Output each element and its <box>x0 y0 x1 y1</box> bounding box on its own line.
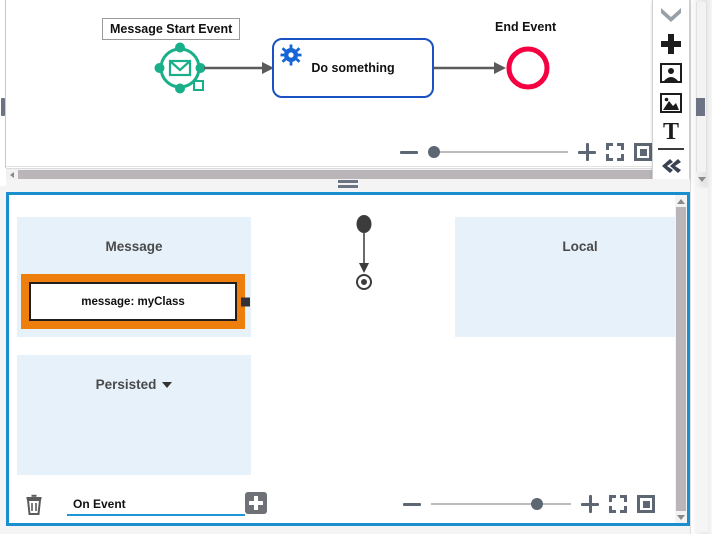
delete-button[interactable] <box>23 494 45 516</box>
attribute-value-underline <box>79 323 154 326</box>
sequence-flow-1[interactable] <box>204 60 276 76</box>
message-start-event[interactable] <box>154 42 206 94</box>
bpmn-canvas[interactable]: Message Start Event <box>6 0 690 167</box>
local-panel[interactable]: Local <box>455 217 675 337</box>
event-name-input[interactable] <box>67 494 245 516</box>
properties-zoom-toolbar[interactable] <box>403 495 661 513</box>
collapse-left-icon[interactable] <box>652 152 690 181</box>
persisted-panel-text: Persisted <box>95 377 157 392</box>
gear-icon <box>280 44 302 71</box>
message-panel-title: Message <box>105 239 163 254</box>
zoom-slider-track[interactable] <box>428 146 568 158</box>
center-view-button[interactable] <box>634 143 652 161</box>
canvas-vertical-scrollbar[interactable] <box>690 0 712 186</box>
message-attribute-selection[interactable]: message: myClass <box>21 274 250 329</box>
scroll-left-arrow-icon[interactable] <box>6 169 18 182</box>
service-task-label: Do something <box>311 61 395 75</box>
zoom-out-button[interactable] <box>400 150 418 154</box>
splitter-grip-icon[interactable] <box>338 180 358 189</box>
start-event-label: Message Start Event <box>102 18 241 40</box>
bpmn-editor-panel: Message Start Event <box>0 0 712 186</box>
properties-scroll-up-arrow-icon[interactable] <box>675 195 687 207</box>
text-icon-glyph: T <box>662 118 679 145</box>
text-icon[interactable]: T <box>652 117 690 146</box>
end-event-label: End Event <box>495 20 557 34</box>
properties-toolbar[interactable] <box>9 485 675 523</box>
persisted-panel[interactable]: Persisted <box>17 355 251 475</box>
add-button[interactable] <box>245 492 267 514</box>
palette-toolbar[interactable]: T <box>652 0 690 182</box>
properties-fit-screen-button[interactable] <box>609 495 627 513</box>
message-attribute-label: message: myClass <box>81 295 185 308</box>
message-attribute-box[interactable]: message: myClass <box>29 282 237 326</box>
properties-zoom-out-button[interactable] <box>403 502 421 506</box>
service-task-do-something[interactable]: Do something <box>272 38 434 98</box>
resize-handle[interactable] <box>241 297 250 306</box>
properties-scroll-down-arrow-icon[interactable] <box>675 511 687 523</box>
canvas-horizontal-scrollbar[interactable] <box>6 168 690 181</box>
chevron-down-icon[interactable] <box>162 382 173 389</box>
canvas-zoom-toolbar[interactable] <box>400 143 658 161</box>
vertical-scroll-thumb[interactable] <box>696 98 705 116</box>
sequence-flow-2[interactable] <box>434 60 508 76</box>
properties-center-view-button[interactable] <box>637 495 655 513</box>
collapse-up-icon[interactable] <box>652 0 690 29</box>
properties-zoom-slider-handle[interactable] <box>531 498 543 510</box>
panel-splitter[interactable] <box>6 179 690 191</box>
properties-zoom-slider-track[interactable] <box>431 498 571 510</box>
start-event-attach-handle[interactable] <box>193 80 204 91</box>
local-panel-title: Local <box>562 239 598 254</box>
window-vertical-scroll-track[interactable] <box>695 188 708 532</box>
left-splitter-rail[interactable] <box>0 0 6 168</box>
zoom-in-button[interactable] <box>578 143 596 161</box>
person-image-icon[interactable] <box>652 59 690 88</box>
window-vertical-scrollbar-gutter[interactable] <box>690 186 712 534</box>
end-event[interactable] <box>504 44 552 92</box>
properties-vertical-scroll-thumb[interactable] <box>676 207 686 511</box>
zoom-slider-handle[interactable] <box>428 146 440 158</box>
scroll-down-arrow-icon[interactable] <box>696 174 707 184</box>
properties-canvas[interactable]: Message message: myClass Persisted Local <box>9 195 675 485</box>
toolbar-divider <box>658 147 684 150</box>
picture-icon[interactable] <box>652 88 690 117</box>
vertical-scroll-track[interactable] <box>696 2 707 172</box>
properties-editor-panel: Message message: myClass Persisted Local <box>6 192 690 526</box>
left-splitter-grip[interactable] <box>1 98 5 116</box>
horizontal-scroll-thumb[interactable] <box>18 169 688 181</box>
persisted-panel-title: Persisted <box>17 377 251 392</box>
properties-vertical-scrollbar[interactable] <box>675 195 687 523</box>
properties-zoom-in-button[interactable] <box>581 495 599 513</box>
fit-screen-button[interactable] <box>606 143 624 161</box>
plus-icon[interactable] <box>652 29 690 58</box>
association-connector[interactable] <box>347 215 381 290</box>
